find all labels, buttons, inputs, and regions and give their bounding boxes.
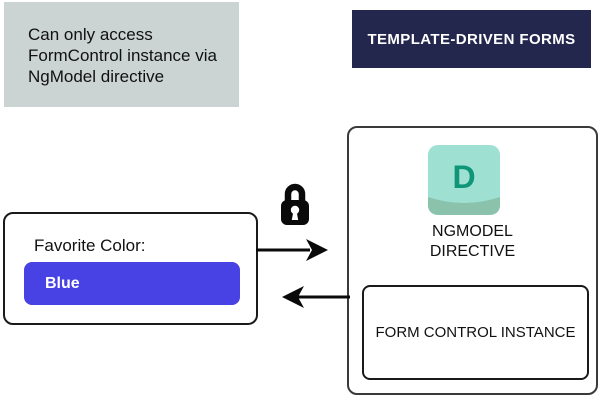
ngmodel-title-line-1: NGMODEL (432, 223, 513, 240)
ngmodel-card: D NGMODEL DIRECTIVE FORM CONTROL INSTANC… (347, 126, 598, 395)
annotation-note-text: Can only access FormControl instance via… (4, 2, 239, 87)
form-control-instance-label: FORM CONTROL INSTANCE (375, 324, 576, 341)
form-card: Favorite Color: Blue (3, 212, 258, 325)
directive-icon: D (428, 145, 500, 215)
arrow-right-icon (256, 239, 328, 261)
form-field-label: Favorite Color: (34, 236, 146, 255)
note-line-2: FormControl instance via (28, 46, 217, 65)
lock-icon (281, 183, 309, 225)
directive-icon-letter: D (452, 159, 475, 195)
title-banner: TEMPLATE-DRIVEN FORMS (352, 10, 591, 68)
arrow-left-icon (282, 286, 350, 308)
note-line-3: NgModel directive (28, 67, 165, 86)
annotation-note: Can only access FormControl instance via… (4, 2, 239, 107)
ngmodel-title: NGMODEL DIRECTIVE (349, 222, 596, 262)
ngmodel-title-line-2: DIRECTIVE (429, 243, 516, 260)
color-input: Blue (24, 262, 240, 305)
title-banner-label: TEMPLATE-DRIVEN FORMS (367, 30, 576, 48)
color-input-value: Blue (45, 274, 80, 292)
note-line-1: Can only access (28, 25, 153, 44)
form-control-instance-card: FORM CONTROL INSTANCE (362, 285, 589, 380)
